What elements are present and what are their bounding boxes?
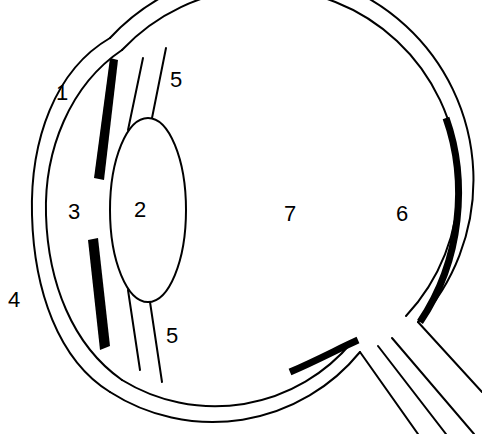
ciliary-body [150,302,162,382]
retina [290,340,358,372]
cornea [32,38,110,392]
optic-nerve [392,338,474,434]
callout-number: 3 [68,201,80,223]
ciliary-body [152,48,166,118]
callout-number: 4 [8,289,20,311]
callout-number: 5 [170,69,182,91]
ciliary-body [128,290,140,370]
callout-number: 6 [396,203,408,225]
callout-number: 5 [166,325,178,347]
sclera-outer [110,352,360,422]
sclera-outer [110,0,473,322]
iris [94,58,118,180]
callout-number: 2 [134,199,146,221]
retina [420,118,459,322]
callout-number: 1 [56,82,68,104]
optic-nerve [418,322,482,392]
iris [88,238,110,350]
ciliary-body [128,58,143,130]
optic-nerve [360,352,418,434]
callout-number: 7 [284,203,296,225]
lens [110,118,186,302]
